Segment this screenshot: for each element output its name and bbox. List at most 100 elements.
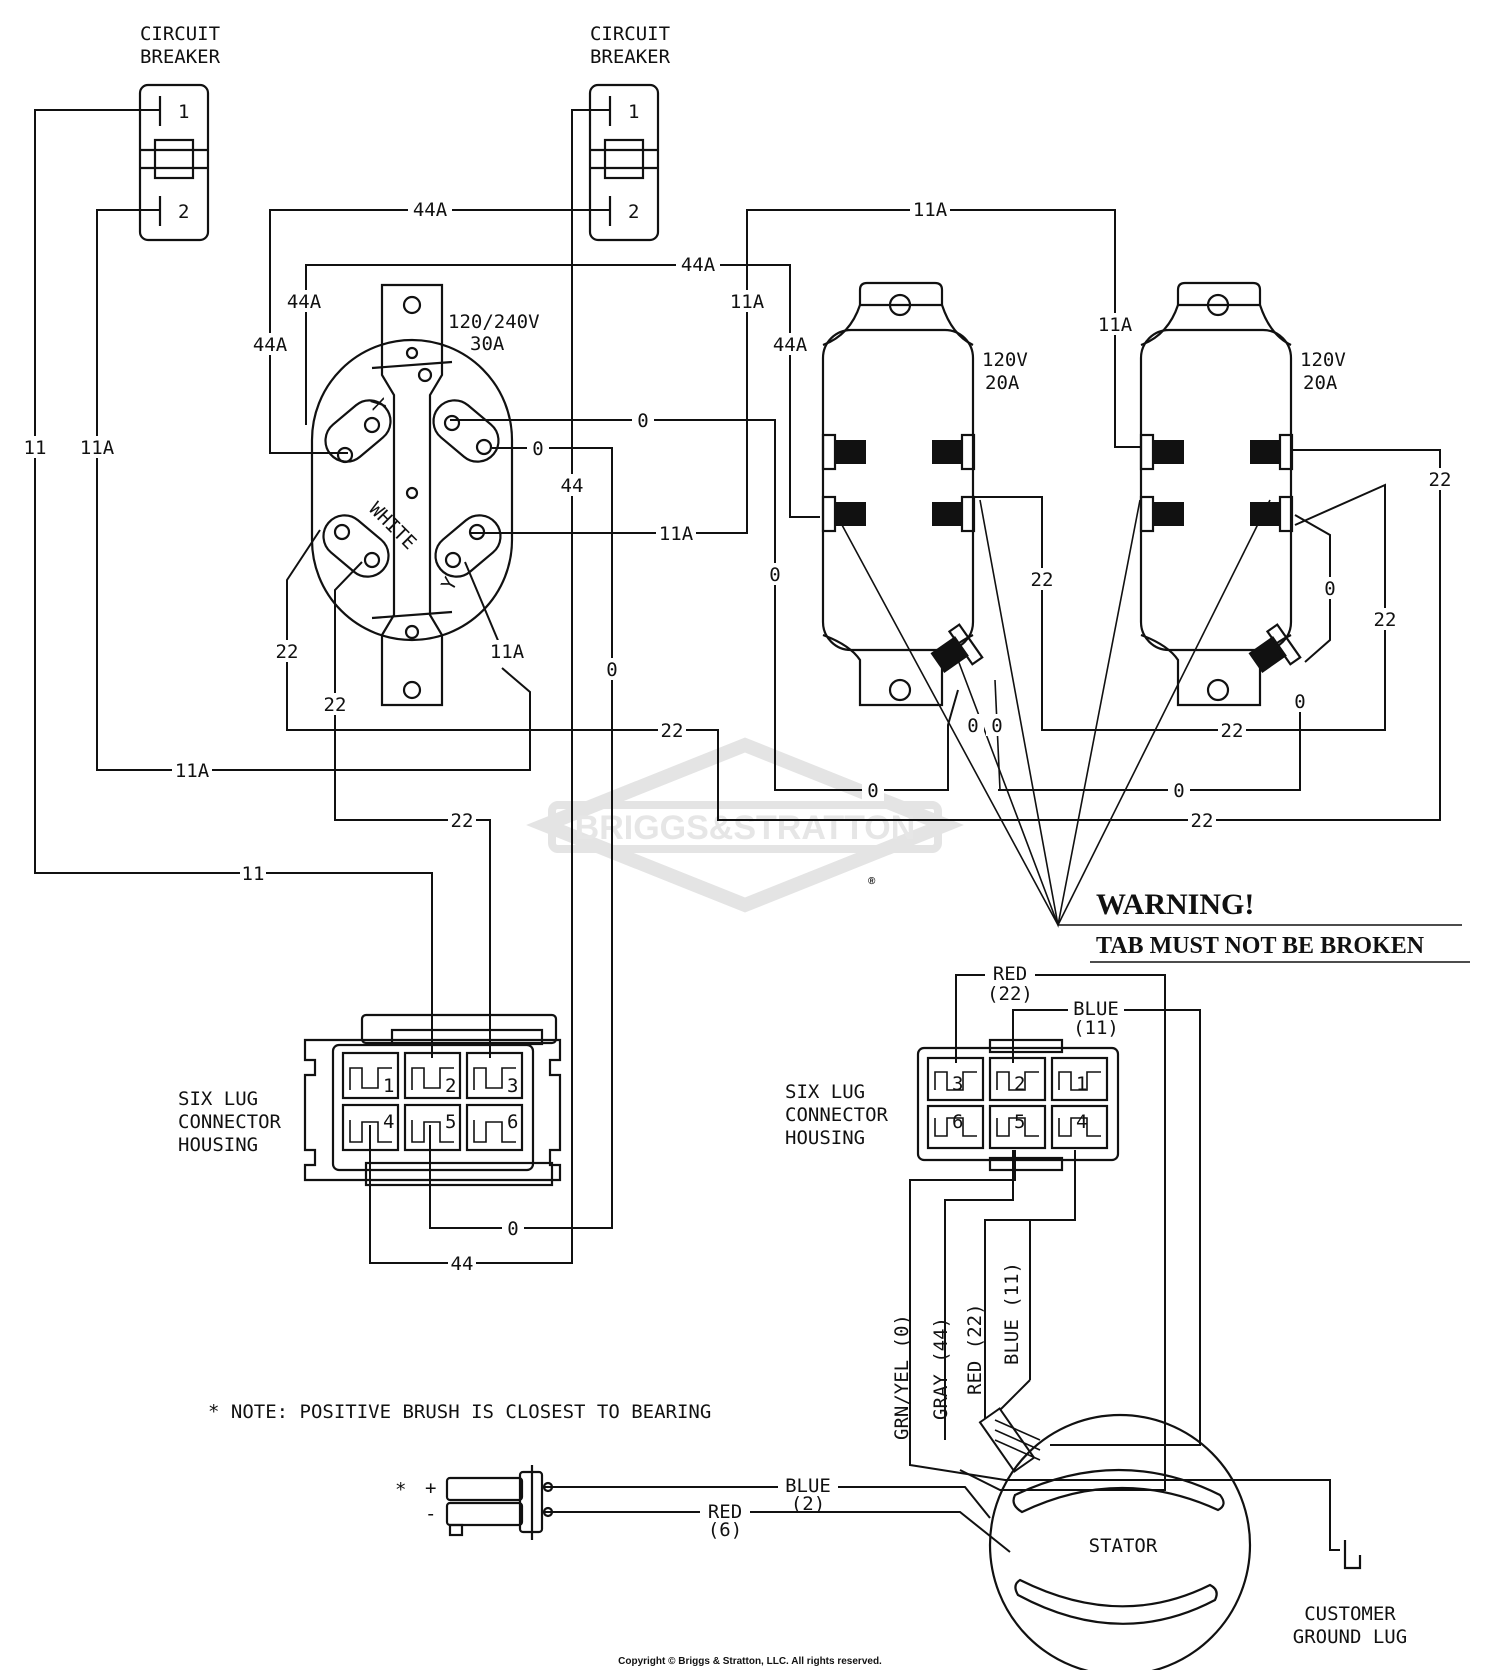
connector-right-label-3: HOUSING <box>785 1127 865 1149</box>
watermark-registered: ® <box>868 876 876 887</box>
receptacle-20a-left: 120V 20A <box>821 281 1028 707</box>
red6-num: (6) <box>708 1519 742 1541</box>
wire-label: 0 <box>507 1218 518 1240</box>
warning-title: WARNING! <box>1096 888 1254 921</box>
wire-labels: 44A 44A 44A 44A 44A 11A 11A 11A 11A 11A … <box>22 198 1454 1275</box>
brush-plus: + <box>425 1477 436 1499</box>
wire-label: 11A <box>80 437 115 459</box>
lug-right-pin: 4 <box>1076 1111 1087 1133</box>
brush-minus: - <box>425 1503 436 1525</box>
connector-right-label-1: SIX LUG <box>785 1081 865 1103</box>
receptacle-20a-left-rating-2: 20A <box>985 372 1020 394</box>
wire-label: 22 <box>1031 569 1054 591</box>
gray-label: GRAY (44) <box>930 1317 952 1420</box>
lug-left-pin: 2 <box>445 1075 456 1097</box>
lug-left-pin: 5 <box>445 1111 456 1133</box>
wire-label: 44A <box>287 291 322 313</box>
ground-lug-label-1: CUSTOMER <box>1304 1603 1396 1625</box>
terminal-y <box>434 514 502 578</box>
blue-label: BLUE (11) <box>1001 1262 1023 1365</box>
blue2-label: BLUE <box>785 1475 831 1497</box>
wire-label: 11A <box>913 199 948 221</box>
lug-right-pin: 2 <box>1014 1073 1025 1095</box>
terminal-x <box>324 399 392 464</box>
receptacle-30a-rating-1: 120/240V <box>448 311 540 333</box>
receptacle-30a-rating-2: 30A <box>470 333 505 355</box>
wire-label: 0 <box>532 438 543 460</box>
connector-left-label-3: HOUSING <box>178 1134 258 1156</box>
wire-label: 44 <box>451 1253 474 1275</box>
stator-label: STATOR <box>1089 1535 1158 1557</box>
watermark-text: BRIGGS&STRATTON <box>575 809 916 847</box>
wire-label: 22 <box>1374 609 1397 631</box>
lug-right-pin: 3 <box>952 1073 963 1095</box>
receptacle-20a-right-rating-1: 120V <box>1300 349 1346 371</box>
lug-right-pin: 6 <box>952 1111 963 1133</box>
wire-label: 11 <box>24 437 47 459</box>
wire-label: 44 <box>561 475 584 497</box>
wire-label: 11A <box>1098 314 1133 336</box>
wire-label: 22 <box>324 694 347 716</box>
terminal-x-label: X <box>365 396 389 413</box>
stator: STATOR <box>988 1413 1252 1670</box>
wire-label: 0 <box>967 715 978 737</box>
wire-label: 0 <box>769 564 780 586</box>
wire-label: 22 <box>1221 720 1244 742</box>
copyright-text: Copyright © Briggs & Stratton, LLC. All … <box>618 1656 882 1667</box>
wire-label: 0 <box>1294 691 1305 713</box>
receptacle-20a-right: 120V 20A <box>1139 281 1346 707</box>
brush-wire-labels: BLUE (2) RED (6) <box>700 1475 838 1541</box>
wire-label: 22 <box>1191 810 1214 832</box>
wire-label: 0 <box>606 659 617 681</box>
wire-label: 22 <box>276 641 299 663</box>
breaker-right-title-1: CIRCUIT <box>590 23 670 45</box>
terminal-neutral-top <box>432 399 500 463</box>
blue-top-num: (11) <box>1073 1017 1119 1039</box>
red6-label: RED <box>708 1501 742 1523</box>
customer-ground-lug: CUSTOMER GROUND LUG <box>1293 1540 1407 1648</box>
breaker-left-title-1: CIRCUIT <box>140 23 220 45</box>
wire-label: 22 <box>661 720 684 742</box>
wire-label: 11A <box>659 523 694 545</box>
six-lug-connector-right: 3 2 1 6 5 4 SIX LUG CONNECTOR HOUSING <box>785 1038 1120 1172</box>
six-lug-connector-left: 1 2 3 4 5 6 SIX LUG CONNECTOR HOUSING <box>178 1013 562 1187</box>
circuit-breaker-left: CIRCUIT BREAKER 1 2 <box>138 23 221 242</box>
red-top-num: (22) <box>987 983 1033 1005</box>
wire-label: 44A <box>773 334 808 356</box>
red-label: RED (22) <box>964 1303 986 1395</box>
lug-grid-left: 1 2 3 4 5 6 <box>341 1051 524 1152</box>
lug-left-pin: 3 <box>507 1075 518 1097</box>
lug-left-pin: 4 <box>383 1111 394 1133</box>
terminal-white-label: WHITE <box>364 498 420 554</box>
brush-star: * <box>395 1479 406 1501</box>
brush-assembly: * + - <box>395 1465 554 1540</box>
terminal-white <box>322 514 390 578</box>
red-top-label: RED <box>993 963 1027 985</box>
breaker-left-pin2: 2 <box>178 201 189 223</box>
warning-text: TAB MUST NOT BE BROKEN <box>1096 933 1425 959</box>
stator-wire-labels: RED (22) BLUE (11) GRN/YEL (0) GRAY (44)… <box>891 963 1124 1440</box>
wire-label: 11A <box>730 291 765 313</box>
ground-lug-label-2: GROUND LUG <box>1293 1626 1407 1648</box>
breaker-left-pin1: 1 <box>178 101 189 123</box>
lug-left-pin: 1 <box>383 1075 394 1097</box>
breaker-right-pin2: 2 <box>628 201 639 223</box>
grn-yel-label: GRN/YEL (0) <box>891 1314 913 1440</box>
connector-left-label-1: SIX LUG <box>178 1088 258 1110</box>
breaker-right-pin1: 1 <box>628 101 639 123</box>
circuit-breaker-right: CIRCUIT BREAKER 1 2 <box>588 23 671 242</box>
receptacle-20a-left-rating-1: 120V <box>982 349 1028 371</box>
blue-top-label: BLUE <box>1073 998 1119 1020</box>
wire-label: 22 <box>1429 469 1452 491</box>
warning-callout: WARNING! TAB MUST NOT BE BROKEN <box>1090 888 1470 963</box>
breaker-right-title-2: BREAKER <box>590 46 671 68</box>
connector-right-label-2: CONNECTOR <box>785 1104 889 1126</box>
wire-label: 11 <box>242 863 265 885</box>
wire-label: 0 <box>1324 578 1335 600</box>
stator-harness <box>978 1220 1041 1473</box>
lug-right-pin: 1 <box>1076 1073 1087 1095</box>
breaker-left-title-2: BREAKER <box>140 46 221 68</box>
wire-label: 11A <box>490 641 525 663</box>
wire-label: 44A <box>253 334 288 356</box>
